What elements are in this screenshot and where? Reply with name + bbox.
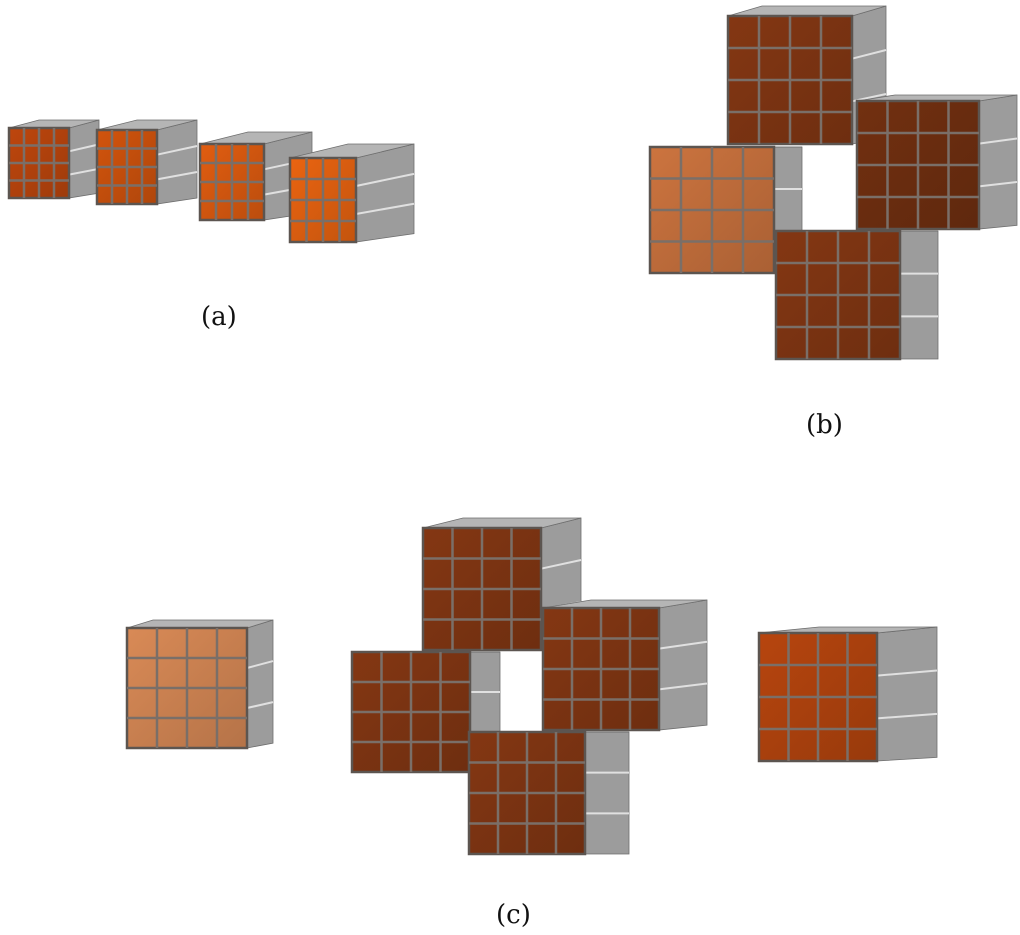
panel-c-cube-bottom-side-face: [584, 731, 630, 855]
panel-a-cube-1-side-groove: [68, 143, 100, 153]
panel-c-cube-right-side-face: [658, 599, 708, 731]
panel-b-cube-right-side-face: [978, 94, 1018, 230]
panel-c-cube-right-side-groove: [658, 640, 708, 650]
panel-a-cube-1-side-groove: [68, 167, 100, 176]
panel-b-cube-right: [855, 94, 1018, 231]
panel-a-cube-2-side-groove: [156, 145, 198, 156]
panel-a-cube-3: [198, 131, 313, 222]
panel-b-cube-top-side-groove: [851, 49, 887, 60]
panel-a-cube-4-side-face: [355, 143, 415, 243]
panel-b-cube-bottom: [774, 229, 939, 361]
panel-c-cube-right-single-side-face: [876, 626, 938, 762]
caption-c: (c): [496, 900, 531, 930]
panel-a-cube-2-side-face: [156, 119, 198, 205]
panel-b-cube-right-side-groove: [978, 180, 1018, 188]
panel-c-cube-bottom: [467, 730, 630, 856]
panel-a-cube-4: [288, 143, 415, 244]
panel-c-cube-left-single: [125, 619, 274, 750]
panel-a-cube-2-side-groove: [156, 171, 198, 181]
panel-b-cube-right-side-groove: [978, 137, 1018, 145]
panel-a-cube-1-side-face: [68, 119, 100, 199]
panel-b-cubes: [648, 5, 1018, 361]
panel-c-cube-right-single-side-groove: [876, 669, 938, 677]
panel-c-cube-left-single-side-face: [246, 619, 274, 749]
panel-a-cube-4-side-groove: [355, 172, 415, 187]
panel-c-cube-right-side-groove: [658, 682, 708, 691]
panel-a-cube-1: [7, 119, 100, 200]
panel-c-cube-right: [541, 599, 708, 732]
panel-c-cube-left-single-side-groove: [246, 660, 274, 669]
panel-a-cubes: [7, 119, 415, 244]
panel-c-cube-right-single-side-groove: [876, 712, 938, 720]
panel-c-cube-top-side-groove: [540, 559, 582, 570]
panel-c-cube-left-single-side-groove: [246, 701, 274, 709]
panel-c-cube-right-single: [757, 626, 938, 763]
caption-a: (a): [201, 302, 237, 332]
caption-b: (b): [806, 410, 843, 440]
panel-b-cube-bottom-side-face: [899, 230, 939, 360]
panel-c-cubes: [125, 517, 938, 856]
panel-a-cube-4-side-groove: [355, 202, 415, 215]
panel-a-cube-2: [95, 119, 198, 206]
